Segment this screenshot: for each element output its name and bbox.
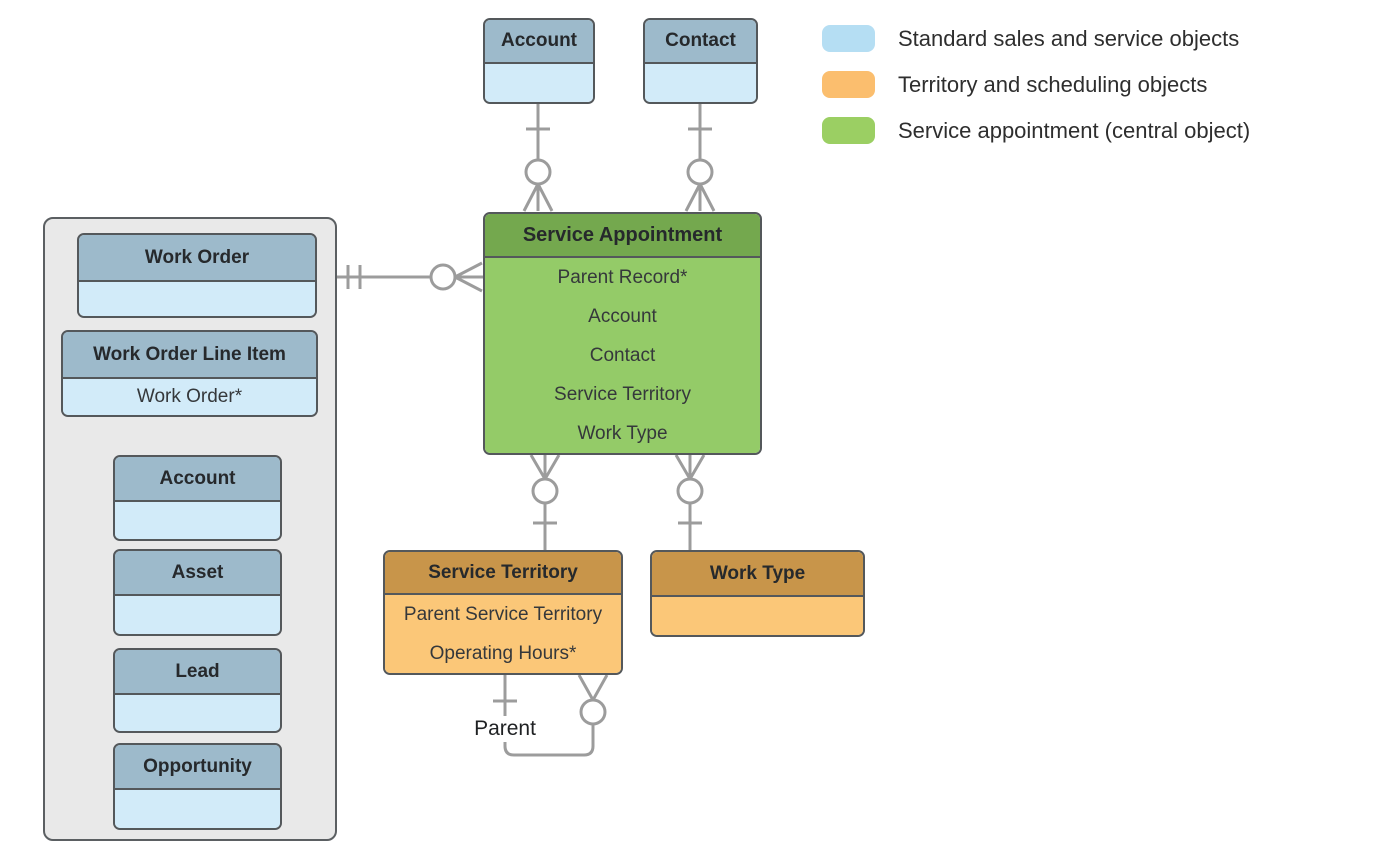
- entity-header: Work Order: [79, 235, 315, 282]
- entity-field: Work Type: [485, 414, 760, 453]
- entity-header: Work Type: [652, 552, 863, 597]
- entity-title: Contact: [665, 30, 736, 51]
- entity-body-empty: [79, 282, 315, 316]
- entity-title: Opportunity: [143, 755, 252, 777]
- entity-account-left: Account: [113, 455, 282, 541]
- crows-foot: [577, 674, 609, 701]
- legend-label: Territory and scheduling objects: [898, 71, 1208, 97]
- crows-foot: [522, 183, 554, 212]
- entity-service-appointment: Service Appointment Parent Record* Accou…: [483, 212, 762, 455]
- crows-foot: [684, 183, 716, 212]
- connector-contact-to-service-appointment: [684, 103, 716, 212]
- entity-title: Work Type: [709, 562, 806, 584]
- entity-header: Lead: [115, 650, 280, 695]
- entity-header: Service Appointment: [485, 214, 760, 258]
- connector-service-appointment-to-service-territory: [529, 454, 561, 550]
- entity-header: Asset: [115, 551, 280, 596]
- entity-body-empty: [115, 790, 280, 828]
- entity-title: Work Order Line Item: [93, 343, 286, 365]
- entity-asset: Asset: [113, 549, 282, 636]
- zero-circle: [686, 158, 714, 186]
- entity-title: Service Territory: [428, 561, 578, 583]
- entity-opportunity: Opportunity: [113, 743, 282, 830]
- entity-header: Account: [485, 20, 593, 64]
- entity-work-order-line-item: Work Order Line Item Work Order*: [61, 330, 318, 417]
- entity-field: Service Territory: [485, 375, 760, 414]
- legend-row: Standard sales and service objects: [822, 25, 1250, 52]
- entity-header: Opportunity: [115, 745, 280, 790]
- zero-circle: [531, 477, 559, 505]
- entity-body-empty: [115, 596, 280, 634]
- entity-field: Parent Service Territory: [385, 595, 621, 634]
- legend-swatch-territory-objects: [822, 71, 875, 98]
- entity-field: Account: [485, 297, 760, 336]
- entity-service-territory: Service Territory Parent Service Territo…: [383, 550, 623, 675]
- connector-account-to-service-appointment: [522, 103, 554, 212]
- zero-circle: [579, 698, 607, 726]
- connector-service-appointment-to-work-type: [674, 454, 706, 550]
- crows-foot: [529, 454, 561, 480]
- zero-circle: [524, 158, 552, 186]
- legend-row: Territory and scheduling objects: [822, 71, 1250, 98]
- entity-header: Contact: [645, 20, 756, 64]
- legend-label: Service appointment (central object): [898, 117, 1251, 143]
- connector-service-territory-self-parent: [493, 674, 609, 757]
- crows-foot: [674, 454, 706, 480]
- zero-circle: [676, 477, 704, 505]
- connector-work-order-to-service-appointment: [336, 261, 483, 293]
- entity-title: Work Order: [144, 246, 250, 268]
- entity-field: Operating Hours*: [385, 634, 621, 673]
- legend-label: Standard sales and service objects: [898, 25, 1240, 51]
- entity-lead: Lead: [113, 648, 282, 733]
- entity-body-empty: [645, 64, 756, 102]
- entity-title: Account: [501, 30, 577, 51]
- legend-swatch-standard-objects: [822, 25, 875, 52]
- entity-header: Account: [115, 457, 280, 502]
- crows-foot: [454, 261, 483, 293]
- entity-work-type: Work Type: [650, 550, 865, 637]
- entity-title: Asset: [171, 561, 224, 583]
- entity-body-empty: [485, 64, 593, 102]
- entity-work-order: Work Order: [77, 233, 317, 318]
- entity-field: Parent Record*: [485, 258, 760, 297]
- entity-contact-top: Contact: [643, 18, 758, 104]
- entity-account-top: Account: [483, 18, 595, 104]
- entity-header: Work Order Line Item: [63, 332, 316, 379]
- entity-body-empty: [115, 695, 280, 731]
- parent-relation-label: Parent: [466, 716, 544, 742]
- entity-field: Contact: [485, 336, 760, 375]
- legend-swatch-service-appointment: [822, 117, 875, 144]
- legend-row: Service appointment (central object): [822, 117, 1250, 144]
- entity-field: Work Order*: [63, 379, 316, 415]
- entity-title: Lead: [175, 660, 220, 682]
- zero-circle: [429, 263, 457, 291]
- one-and-only-one-ticks: [346, 265, 362, 289]
- entity-title: Service Appointment: [522, 223, 723, 246]
- entity-title: Account: [159, 467, 236, 489]
- legend: Standard sales and service objects Terri…: [822, 25, 1250, 144]
- entity-body-empty: [652, 597, 863, 635]
- entity-header: Service Territory: [385, 552, 621, 595]
- entity-body-empty: [115, 502, 280, 539]
